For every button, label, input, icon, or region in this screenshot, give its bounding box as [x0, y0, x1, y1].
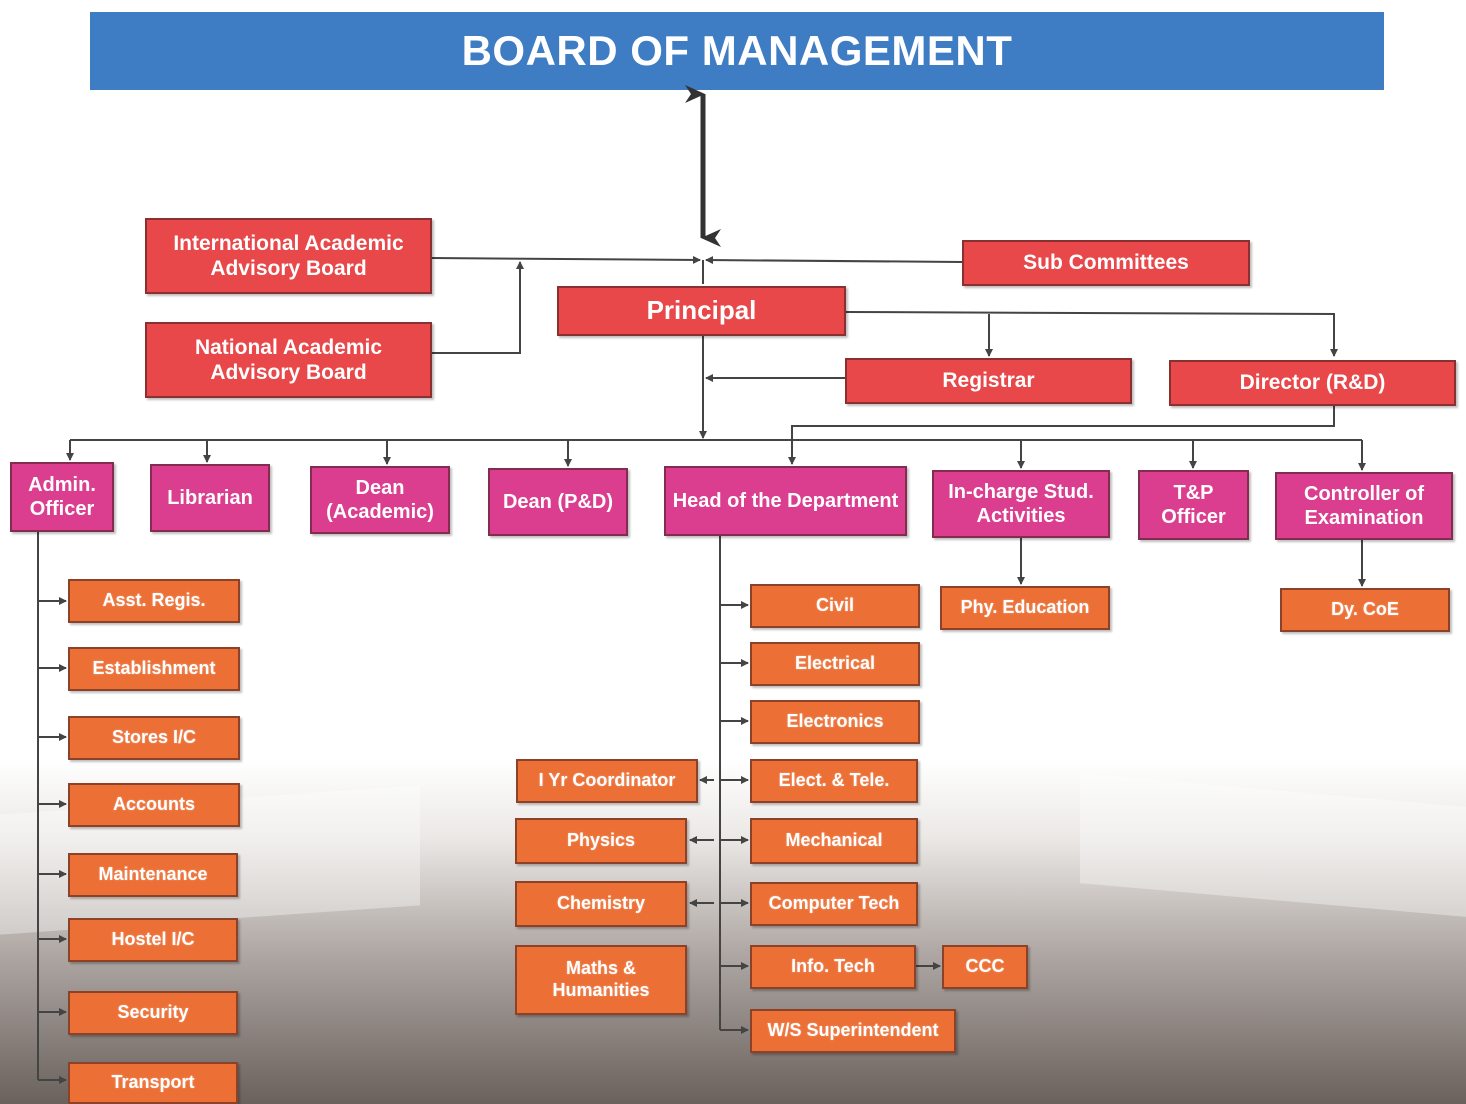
phy-education-box: Phy. Education	[940, 586, 1110, 630]
department-box: Elect. & Tele.	[750, 759, 918, 803]
director-rd-box: Director (R&D)	[1169, 360, 1456, 406]
first-year-box: Chemistry	[515, 881, 687, 927]
department-box: Computer Tech	[750, 882, 918, 926]
admin-unit: Establishment	[68, 647, 240, 691]
first-year-box: Maths & Humanities	[515, 945, 687, 1015]
chart-title: BOARD OF MANAGEMENT	[461, 27, 1013, 74]
department-box: W/S Superintendent	[750, 1009, 956, 1053]
first-year-box: I Yr Coordinator	[516, 759, 698, 803]
department-box: Civil	[750, 584, 920, 628]
sub-committees-box: Sub Committees	[962, 240, 1250, 286]
department-box: Mechanical	[750, 818, 918, 864]
officer-dean-academic: Dean (Academic)	[310, 466, 450, 534]
officer-tp: T&P Officer	[1138, 470, 1249, 540]
officer-admin: Admin. Officer	[10, 462, 114, 532]
admin-unit: Maintenance	[68, 853, 238, 897]
principal-box: Principal	[557, 286, 846, 336]
international-advisory-board: International Academic Advisory Board	[145, 218, 432, 294]
national-advisory-board: National Academic Advisory Board	[145, 322, 432, 398]
department-box: Electrical	[750, 642, 920, 686]
header-banner: BOARD OF MANAGEMENT	[90, 12, 1384, 90]
officer-coe: Controller of Examination	[1275, 472, 1453, 540]
officer-stud-activities: In-charge Stud. Activities	[932, 470, 1110, 538]
admin-unit: Stores I/C	[68, 716, 240, 760]
officer-dean-pd: Dean (P&D)	[488, 468, 628, 536]
registrar-box: Registrar	[845, 358, 1132, 404]
officer-hod: Head of the Department	[664, 466, 907, 536]
ccc-box: CCC	[942, 945, 1028, 989]
admin-unit: Security	[68, 991, 238, 1035]
department-box: Electronics	[750, 700, 920, 744]
first-year-box: Physics	[515, 818, 687, 864]
dy-coe-box: Dy. CoE	[1280, 588, 1450, 632]
background-photo	[0, 760, 1466, 1104]
admin-unit: Hostel I/C	[68, 918, 238, 962]
admin-unit: Asst. Regis.	[68, 579, 240, 623]
department-box: Info. Tech	[750, 945, 916, 989]
admin-unit: Transport	[68, 1062, 238, 1104]
admin-unit: Accounts	[68, 783, 240, 827]
officer-librarian: Librarian	[150, 464, 270, 532]
